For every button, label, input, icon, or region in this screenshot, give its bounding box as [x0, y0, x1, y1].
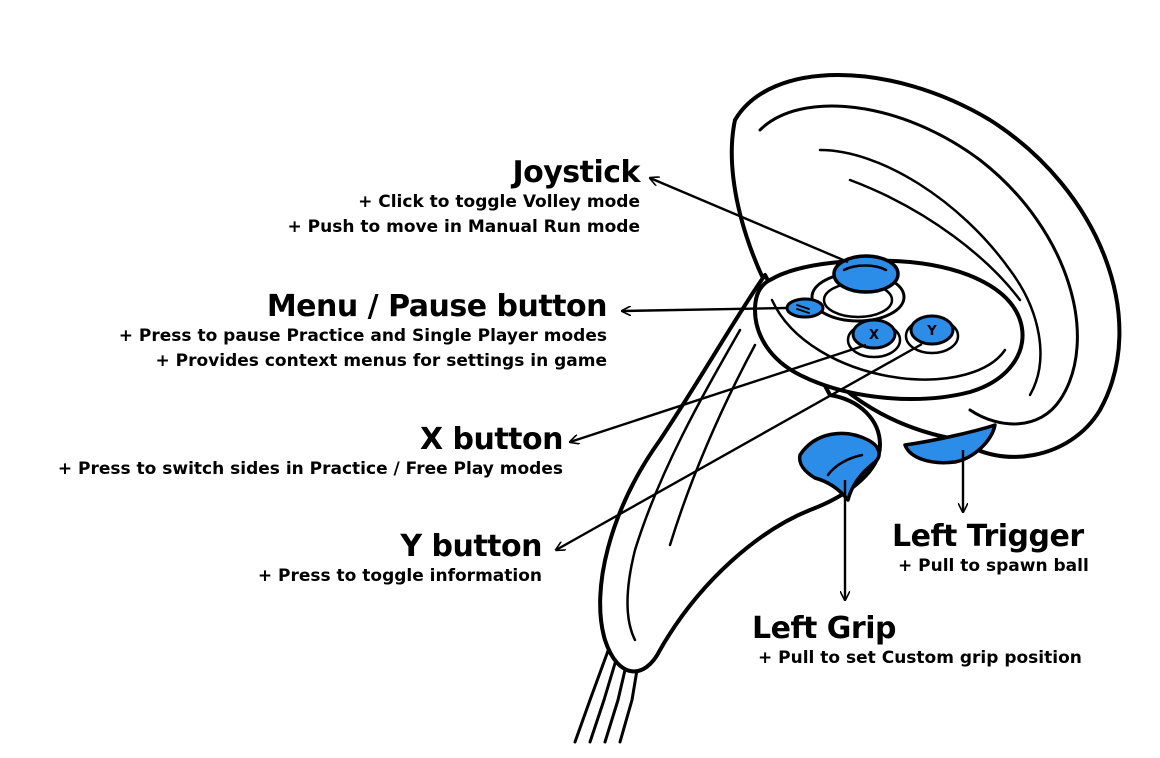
left-trigger-title: Left Trigger: [892, 519, 1084, 554]
x-button-title: X button: [419, 422, 564, 457]
y-button-title: Y button: [400, 529, 542, 564]
left-trigger-desc-1: + Pull to spawn ball: [898, 556, 1089, 576]
controller-illustration: [573, 73, 1122, 744]
joystick-desc-2: + Push to move in Manual Run mode: [287, 217, 640, 237]
x-button-cap: [851, 318, 897, 350]
left-trigger: [903, 423, 997, 465]
y-button-label: Y button + Press to toggle information: [257, 529, 543, 589]
left-grip-desc-1: + Pull to set Custom grip position: [758, 648, 1082, 668]
menu-desc-2: + Provides context menus for settings in…: [155, 351, 608, 371]
joystick-title: Joystick: [512, 155, 640, 190]
arrow-x-button: [570, 343, 867, 442]
left-grip-label: Left Grip + Pull to set Custom grip posi…: [752, 612, 1082, 671]
left-grip-title: Left Grip: [752, 611, 896, 646]
y-button-desc-1: + Press to toggle information: [257, 566, 542, 586]
y-button-cap: [909, 314, 955, 346]
menu-desc-1: + Press to pause Practice and Single Pla…: [118, 326, 607, 346]
joystick-desc-1: + Click to toggle Volley mode: [358, 192, 640, 212]
joystick-label: Joystick + Click to toggle Volley mode +…: [287, 155, 641, 240]
leader-arrows: [556, 178, 963, 600]
left-trigger-label: Left Trigger + Pull to spawn ball: [892, 520, 1089, 579]
joystick-cap: [832, 254, 900, 294]
menu-title: Menu / Pause button: [266, 289, 608, 324]
arrow-menu: [622, 308, 787, 311]
arrow-y-button: [556, 342, 923, 550]
menu-label: Menu / Pause button + Press to pause Pra…: [118, 289, 608, 374]
y-button-glyph: Y: [926, 324, 937, 339]
arrow-joystick: [650, 178, 849, 264]
tracking-ring-inner: [758, 104, 1079, 426]
x-button-desc-1: + Press to switch sides in Practice / Fr…: [57, 459, 563, 479]
x-button-glyph: X: [869, 328, 879, 343]
x-button-label: X button + Press to switch sides in Prac…: [57, 422, 564, 482]
left-grip: [797, 431, 881, 502]
